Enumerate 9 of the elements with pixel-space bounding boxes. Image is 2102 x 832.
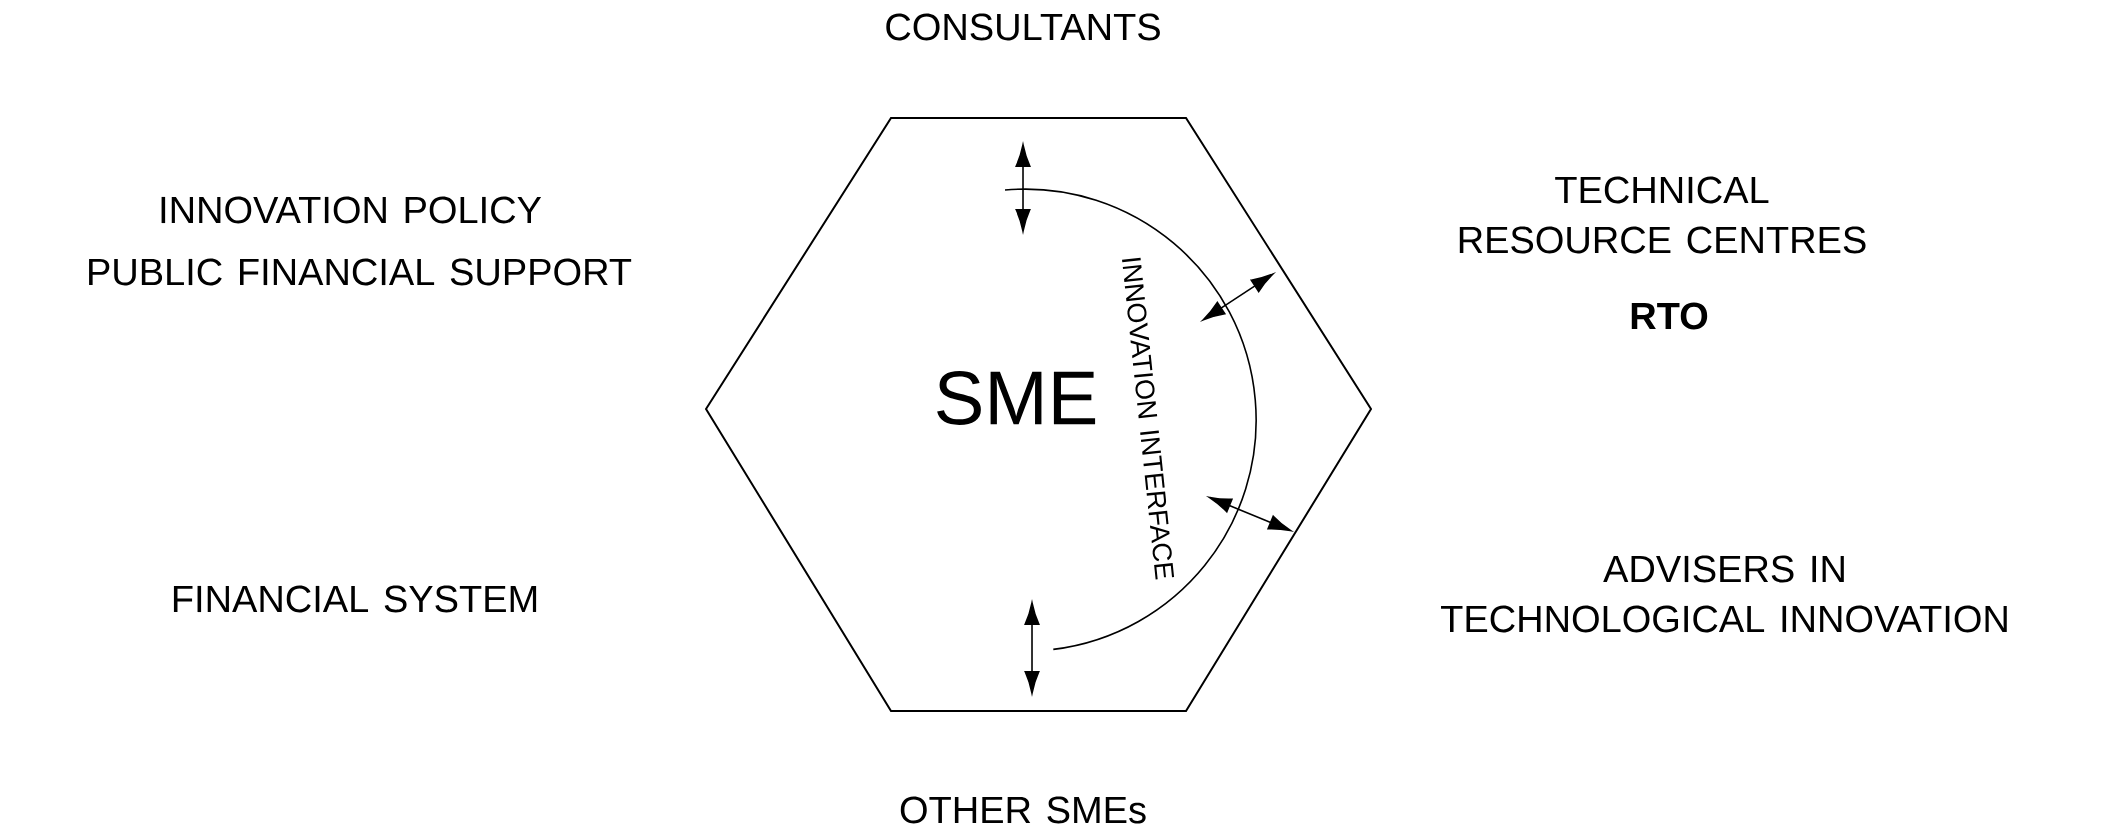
side-label: RTO [1631,302,1708,330]
side-label: TECHNICAL RESOURCE CENTRES [1459,176,1866,254]
side-label: FINANCIAL SYSTEM [173,585,537,613]
side-label: INNOVATION POLICY [161,196,542,224]
side-label: ADVISERS IN TECHNOLOGICAL INNOVATION [1441,555,2007,633]
side-label: OTHER SMEs [900,796,1146,824]
side-label: CONSULTANTS [886,13,1160,41]
side-label: PUBLIC FINANCIAL SUPPORT [89,258,632,286]
interface-label: INNOVATION INTERFACE [1122,257,1175,580]
